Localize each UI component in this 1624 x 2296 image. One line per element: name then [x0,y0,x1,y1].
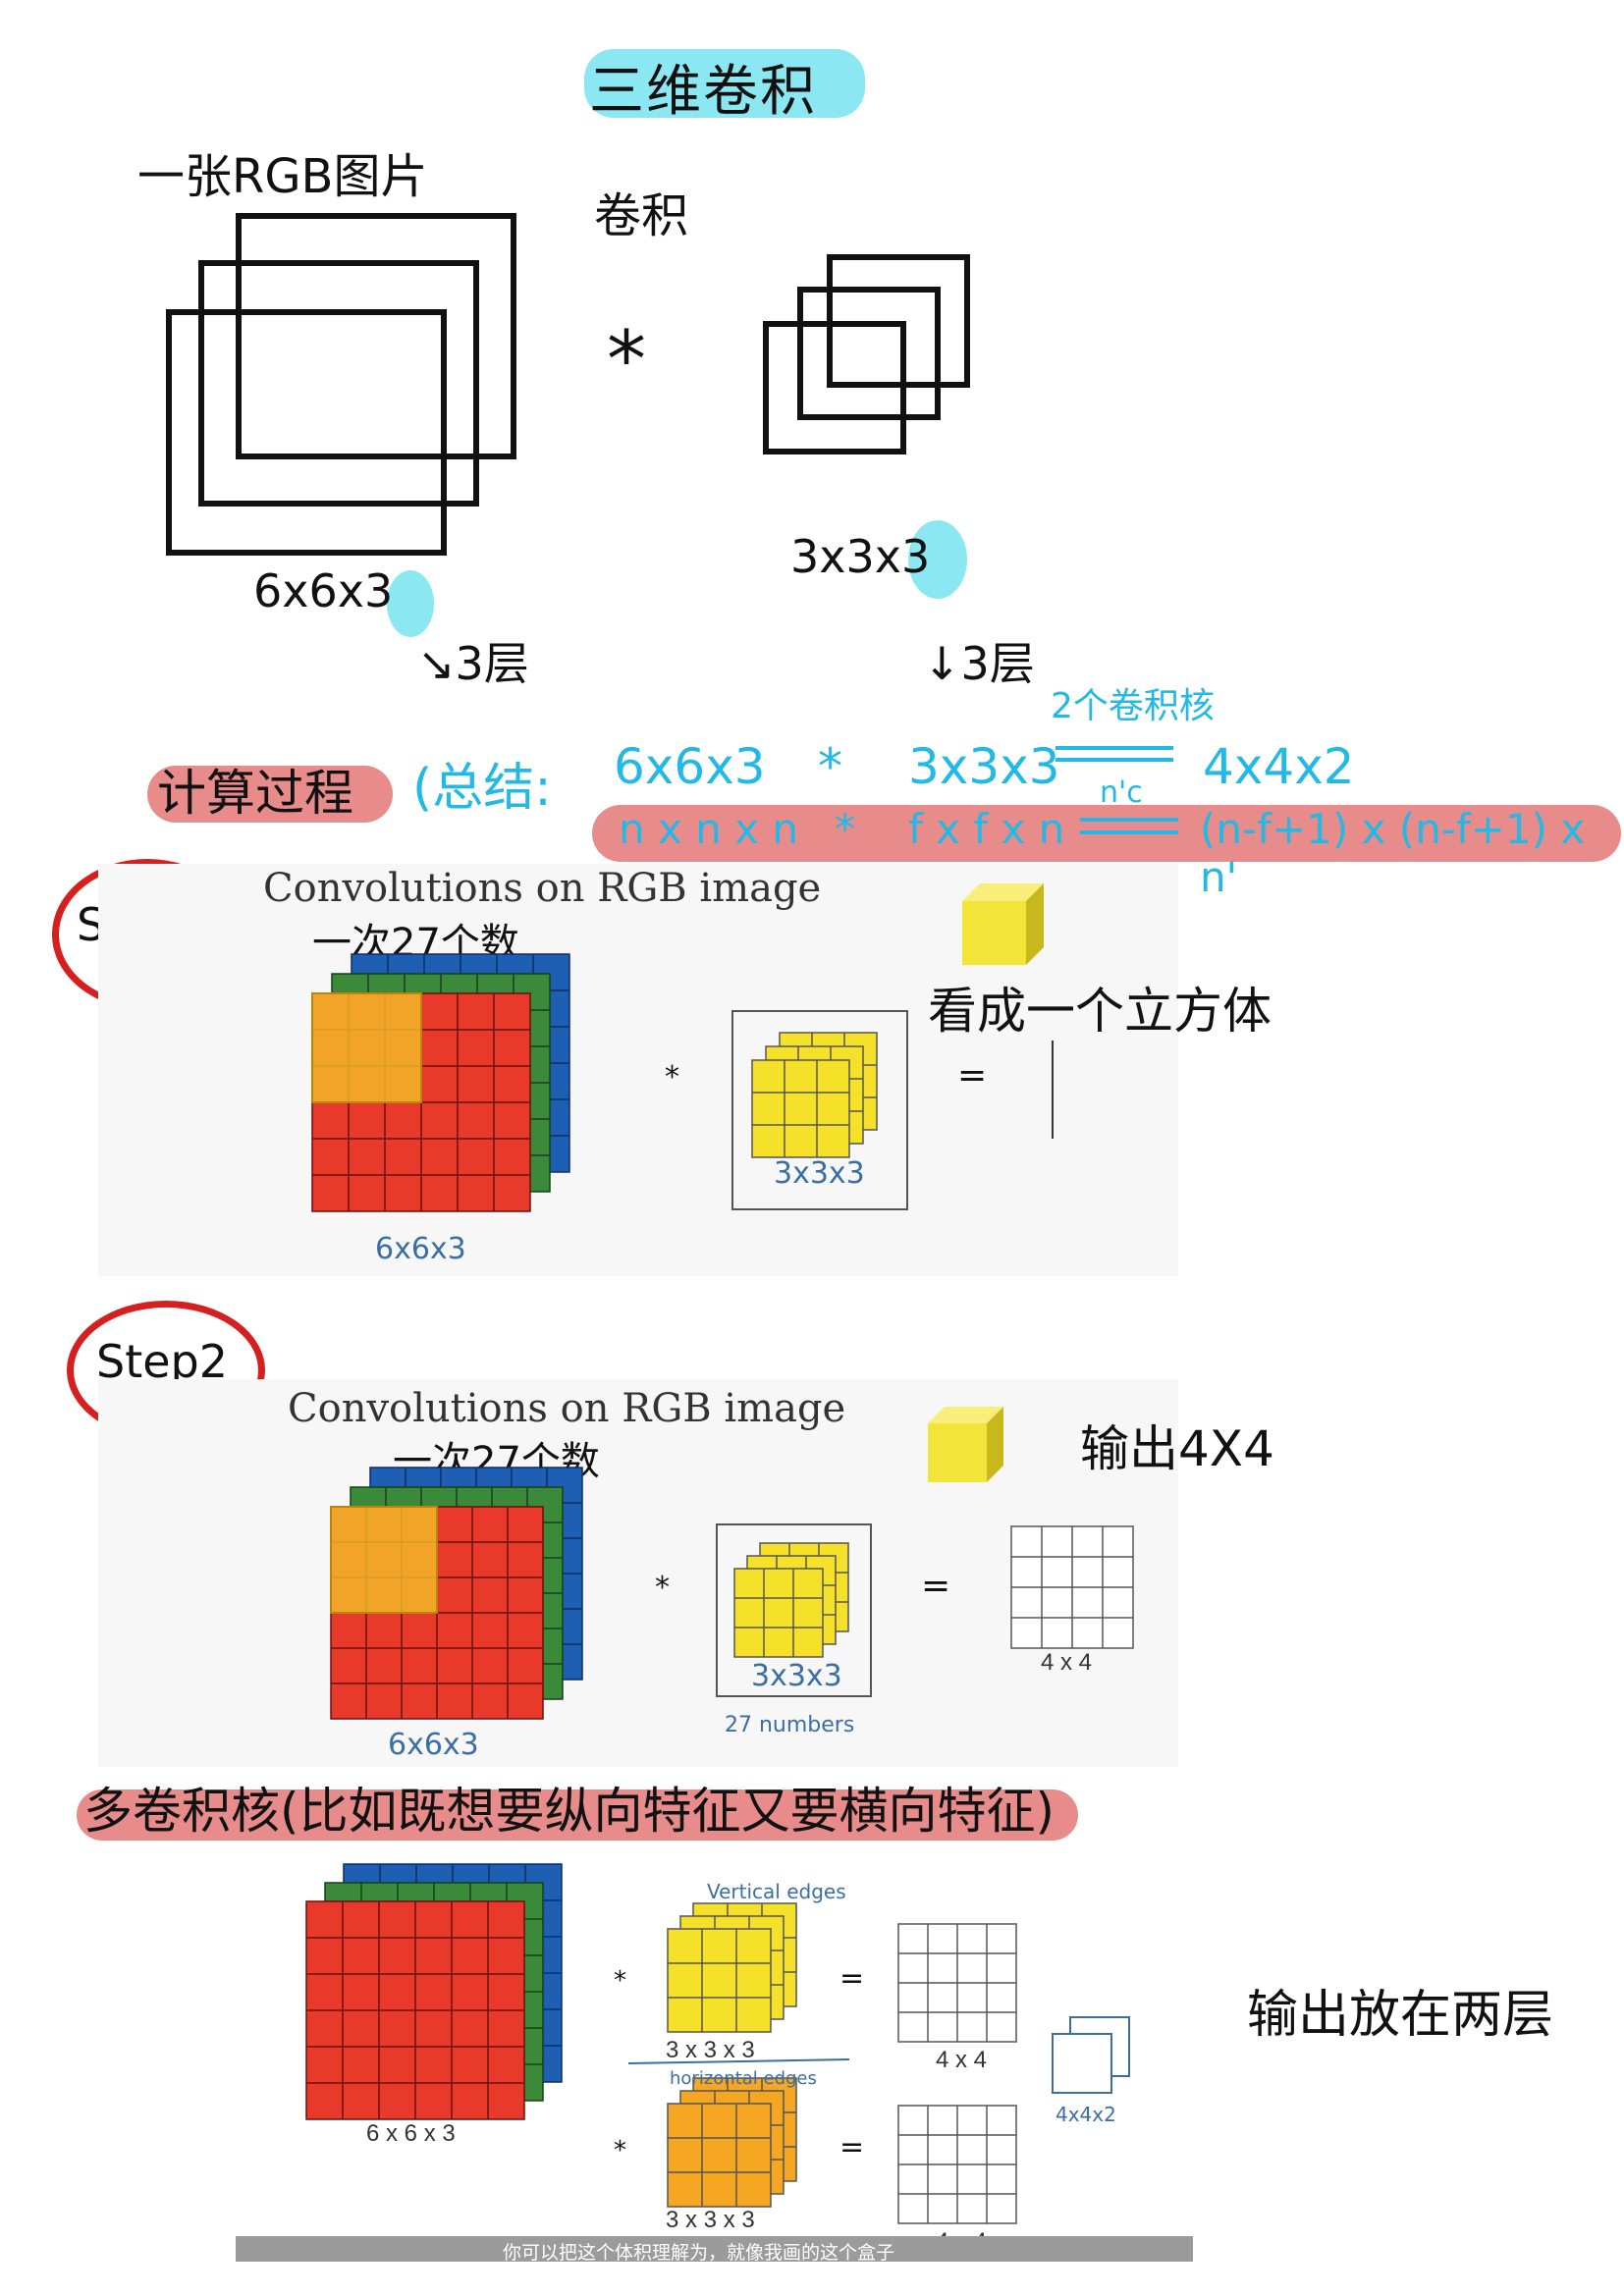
convolution-star: * [607,314,646,405]
step1-equals: = [957,1055,988,1095]
calc-label: 计算过程 [157,765,353,822]
vertical-edges-note: Vertical edges [707,1880,846,1903]
image-dims: 6x6x3 [253,564,394,617]
step2-slide-title: Convolutions on RGB image [288,1386,846,1431]
step1-filter-dims: 3x3x3 [774,1156,865,1191]
expr-filter: 3x3x3 [908,738,1060,795]
multi-heading: 多卷积核(比如既想要纵向特征又要横向特征) [83,1783,1056,1840]
image-layers: ↘3层 [417,637,529,690]
step2-output-dims: 4 x 4 [1041,1649,1093,1676]
general-filter: f x f x n [908,805,1065,853]
multi-equals-2: = [839,2130,865,2164]
step1-note-cube: 看成一个立方体 [928,983,1272,1040]
expr-arrow-label: 2个卷积核 [1051,686,1215,726]
general-arrow-label: n'c [1100,775,1143,810]
expr-output: 4x4x2 [1203,738,1355,795]
subtitle-bar [236,2236,1193,2262]
expr-star: * [818,738,842,795]
multi-image-dims: 6 x 6 x 3 [366,2120,456,2147]
multi-heading-highlight [77,1789,1078,1841]
step1-slide-title: Convolutions on RGB image [263,866,822,911]
filter-layer-1 [733,1568,824,1658]
output-cube [987,1407,1003,1482]
step1-star: * [665,1060,679,1095]
expr-image: 6x6x3 [614,738,766,795]
output-cube [962,901,1026,965]
summary-label: (总结: [412,759,552,818]
general-star: * [835,805,855,853]
separator-line [627,2058,850,2064]
step1-image-dims: 6x6x3 [375,1232,466,1266]
output-cube [1026,883,1044,965]
subtitle-text: 你可以把这个体积理解为，就像我画的这个盒子 [503,2242,895,2264]
multi-note-right: 输出放在两层 [1247,1986,1554,2045]
general-image: n x n x n [619,805,798,853]
step2-image-dims: 6x6x3 [388,1728,479,1762]
stack-dims: 4x4x2 [1056,2103,1116,2126]
filter-layer-1 [667,1928,772,2033]
multi-star-2: * [614,2136,626,2165]
rgb-image-label: 一张RGB图片 [137,149,428,204]
multi-equals-1: = [839,1961,865,1996]
step2-equals: = [921,1566,951,1606]
filter-overlay [311,992,422,1103]
multi-star-1: * [614,1966,626,1996]
filter-overlay [330,1506,438,1614]
output-cube [928,1407,1003,1423]
step2-note-output: 输出4X4 [1080,1420,1274,1477]
title-highlight [584,49,865,118]
output-cube [962,883,1044,901]
general-output: (n-f+1) x (n-f+1) x n' [1200,805,1586,901]
page-title: 三维卷积 [589,60,817,124]
filter1-dims: 3 x 3 x 3 [666,2037,755,2063]
convolution-label: 卷积 [594,188,689,243]
step2-numbers-note: 27 numbers [725,1713,855,1737]
filter2-dims: 3 x 3 x 3 [666,2207,755,2233]
horizontal-edges-note: horizontal edges [670,2068,817,2089]
filter-box [731,1010,908,1210]
filter-layers: ↓3层 [923,637,1035,690]
calc-label-highlight [147,766,393,823]
filter-box [716,1523,872,1697]
filter-layer-1 [667,2103,772,2208]
step2-star: * [655,1571,670,1605]
out1-dims: 4 x 4 [936,2047,988,2073]
filter-layer-1 [751,1059,850,1158]
stack-layer-front [1052,2033,1112,2094]
filter-dims: 3x3x3 [790,530,931,583]
output-cube [928,1423,987,1482]
step2-filter-dims: 3x3x3 [751,1659,842,1693]
